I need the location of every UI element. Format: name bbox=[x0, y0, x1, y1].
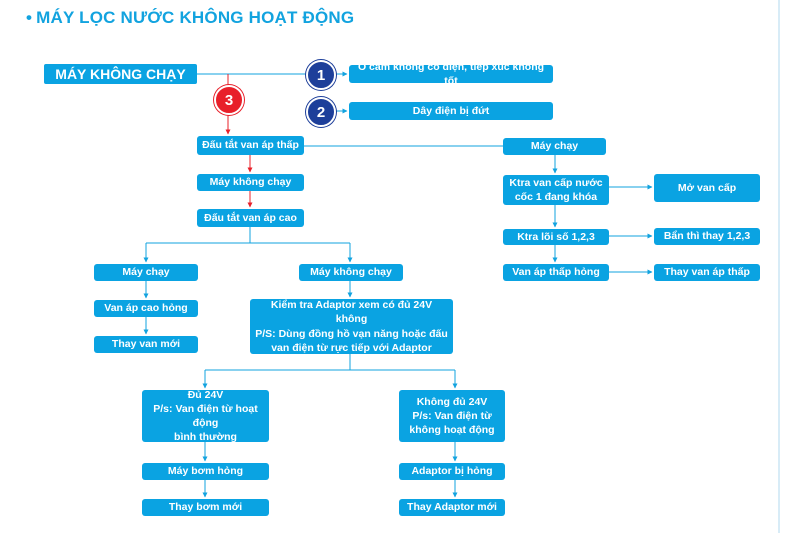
node-not-run-2: Máy không chạy bbox=[299, 264, 403, 281]
node-adaptor-broken: Adaptor bị hỏng bbox=[399, 463, 505, 480]
node-run-left: Máy chạy bbox=[94, 264, 198, 281]
page-title: •MÁY LỌC NƯỚC KHÔNG HOẠT ĐỘNG bbox=[26, 8, 354, 28]
page-edge-line bbox=[778, 0, 780, 533]
node-pump-broken: Máy bơm hỏng bbox=[142, 463, 269, 480]
node-wire-broken: Dây điện bị đứt bbox=[349, 102, 553, 120]
node-replace-valve: Thay van mới bbox=[94, 336, 198, 353]
node-may-khong-chay: MÁY KHÔNG CHẠY bbox=[44, 64, 197, 84]
node-adaptor-check: Kiểm tra Adaptor xem có đủ 24V không P/S… bbox=[250, 299, 453, 354]
node-not-run-1: Máy không chạy bbox=[197, 174, 304, 191]
title-bullet: • bbox=[26, 8, 33, 27]
step-3-badge: 3 bbox=[214, 85, 244, 115]
node-replace-low: Thay van áp thấp bbox=[654, 264, 760, 281]
node-dirty-replace: Bẩn thì thay 1,2,3 bbox=[654, 228, 760, 245]
node-check-core: Ktra lõi số 1,2,3 bbox=[503, 229, 609, 245]
node-low-valve: Đấu tắt van áp thấp bbox=[197, 136, 304, 155]
title-text: MÁY LỌC NƯỚC KHÔNG HOẠT ĐỘNG bbox=[36, 8, 355, 27]
node-high-broken: Van áp cao hỏng bbox=[94, 300, 198, 317]
node-run-right: Máy chạy bbox=[503, 138, 606, 155]
node-replace-pump: Thay bơm mới bbox=[142, 499, 269, 516]
node-replace-adaptor: Thay Adaptor mới bbox=[399, 499, 505, 516]
node-high-valve: Đấu tắt van áp cao bbox=[197, 209, 304, 227]
node-open-supply: Mở van cấp bbox=[654, 174, 760, 202]
node-socket-problem: Ổ cắm không có điện, tiếp xúc không tốt bbox=[349, 61, 553, 87]
node-not-enough-24v: Không đủ 24V P/s: Van điện từ không hoạt… bbox=[399, 390, 505, 442]
node-low-broken: Van áp thấp hỏng bbox=[503, 264, 609, 281]
step-1-badge: 1 bbox=[306, 60, 336, 90]
node-enough-24v: Đủ 24V P/s: Van điện từ hoạt động bình t… bbox=[142, 389, 269, 443]
step-2-badge: 2 bbox=[306, 97, 336, 127]
node-check-supply: Ktra van cấp nước cốc 1 đang khóa bbox=[503, 175, 609, 205]
